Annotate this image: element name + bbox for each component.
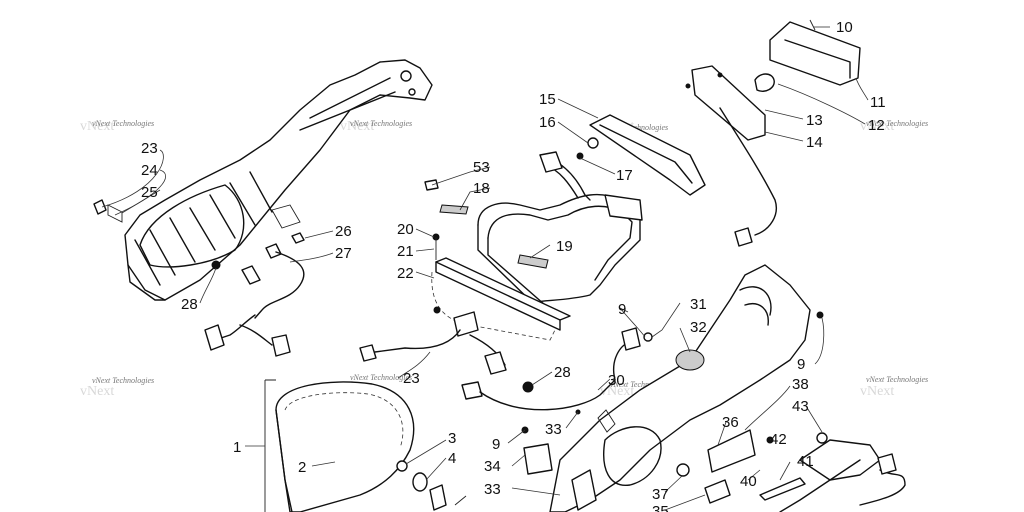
luggage-rack-center xyxy=(424,151,643,341)
callout-43: 43 xyxy=(792,398,809,415)
callout-40: 40 xyxy=(740,473,757,490)
leader-lines xyxy=(101,26,869,512)
callout-24: 24 xyxy=(141,162,158,179)
svg-text:vNext: vNext xyxy=(600,384,634,399)
watermark: vNext Technologies xyxy=(92,119,154,128)
callout-3: 3 xyxy=(448,430,456,447)
svg-text:vNext: vNext xyxy=(860,384,894,399)
watermark: vNext Technologies xyxy=(606,123,668,132)
callout-10: 10 xyxy=(836,19,853,36)
callout-28-left: 28 xyxy=(181,296,198,313)
center-wiring-harness xyxy=(359,311,641,411)
callout-15: 15 xyxy=(539,91,556,108)
callout-33: 33 xyxy=(484,481,501,498)
callout-1: 1 xyxy=(233,439,241,456)
rack-frame-left xyxy=(124,59,433,301)
svg-text:vNext: vNext xyxy=(80,119,114,134)
callout-35: 34 xyxy=(484,458,501,475)
backrest-pad xyxy=(275,381,415,512)
rear-frame-right xyxy=(549,264,811,512)
callout-28-center: 28 xyxy=(554,364,571,381)
callout-labels: 10 11 12 13 14 15 16 17 53 18 19 20 21 2… xyxy=(141,19,886,512)
callout-39: 38 xyxy=(792,376,809,393)
watermark: vNext Technologies xyxy=(866,119,928,128)
callout-21: 21 xyxy=(397,243,414,260)
callout-13: 13 xyxy=(806,112,823,129)
watermark: vNext Technologies xyxy=(92,376,154,385)
callout-14: 14 xyxy=(806,134,823,151)
svg-text:vNext: vNext xyxy=(340,119,374,134)
callout-36: 35 xyxy=(652,503,669,512)
callout-38: 37 xyxy=(652,486,669,503)
callout-41: 41 xyxy=(797,453,814,470)
svg-text:vNext: vNext xyxy=(80,384,114,399)
svg-text:vNext: vNext xyxy=(860,119,894,134)
backrest-hardware xyxy=(396,460,467,511)
callout-9-top: 9 xyxy=(618,301,626,318)
callout-17: 17 xyxy=(616,167,633,184)
watermark-text: vNext Technologies vNext Technologies vN… xyxy=(92,119,928,389)
callout-19: 19 xyxy=(556,238,573,255)
callout-32: 32 xyxy=(690,319,707,336)
callout-25: 25 xyxy=(141,184,158,201)
watermark: vNext Technologies xyxy=(350,119,412,128)
callout-2: 2 xyxy=(298,459,306,476)
callout-20: 20 xyxy=(397,221,414,238)
callout-42: 42 xyxy=(770,431,787,448)
callout-37: 36 xyxy=(722,414,739,431)
watermark: vNext Technologies xyxy=(350,373,412,382)
callout-53: 53 xyxy=(473,159,490,176)
callout-23-left: 23 xyxy=(141,140,158,157)
callout-4: 4 xyxy=(448,450,456,467)
callout-16: 16 xyxy=(539,114,556,131)
callout-34: 33 xyxy=(545,421,562,438)
callout-27: 27 xyxy=(335,245,352,262)
callout-26: 26 xyxy=(335,223,352,240)
callout-9-lower: 9 xyxy=(492,436,500,453)
callout-23-center: 23 xyxy=(403,370,420,387)
callout-30: 30 xyxy=(608,372,625,389)
watermark: vNext Technologies xyxy=(610,380,672,389)
callout-31: 31 xyxy=(690,296,707,313)
callout-11: 11 xyxy=(870,94,886,111)
callout-18: 18 xyxy=(473,180,490,197)
watermark: vNext Technologies xyxy=(866,375,928,384)
grab-handle xyxy=(576,114,706,196)
callout-22: 22 xyxy=(397,265,414,282)
left-hardware xyxy=(93,199,305,357)
callout-9-right: 9 xyxy=(797,356,805,373)
tail-light-assembly xyxy=(685,19,861,247)
lower-right-hardware xyxy=(521,311,906,512)
callout-12: 12 xyxy=(868,117,885,134)
